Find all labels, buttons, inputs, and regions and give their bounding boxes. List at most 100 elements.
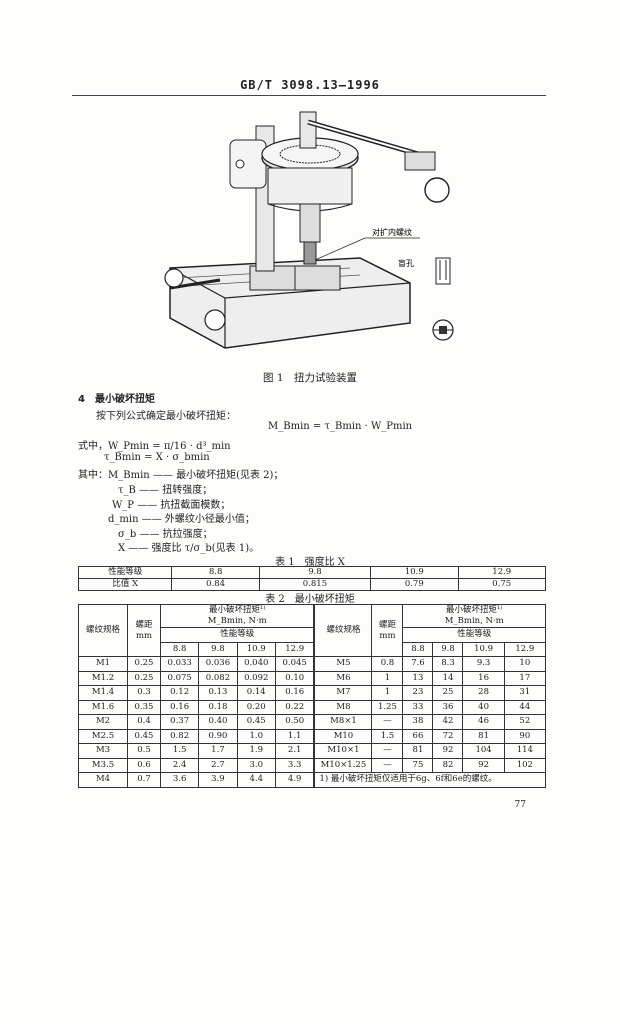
section-heading: 4 最小破坏扭矩 (78, 394, 155, 405)
table-cell: 1 (371, 685, 404, 701)
table-cell: 0.4 (127, 714, 161, 730)
grade-header: 性能等级 (160, 627, 315, 643)
table-cell: 0.25 (127, 670, 161, 686)
table-cell: 0.045 (274, 656, 315, 672)
table-header-row: 8.8 9.8 10.9 12.9 8.8 9.8 10.9 12.9 (79, 641, 547, 657)
grade-cell: 12.9 (274, 641, 315, 657)
table-cell: M8×1 (313, 714, 373, 730)
definition-line: σ_b —— 抗拉强度； (118, 529, 213, 540)
table-row: 性能等级 8.8 9.8 10.9 12.9 (77, 566, 547, 579)
table-cell: 0.50 (274, 714, 315, 730)
table-cell: 0.14 (236, 685, 276, 701)
table-cell: 0.45 (236, 714, 276, 730)
table-cell: 0.075 (159, 670, 200, 686)
table-cell: 92 (462, 757, 505, 773)
table-cell: 40 (462, 699, 505, 715)
table-cell: M1.2 (78, 670, 128, 686)
table-cell: 13 (402, 670, 434, 686)
table-cell: 38 (402, 714, 434, 730)
table-cell: 比值 X (77, 578, 173, 591)
table-cell: 1.9 (236, 743, 276, 759)
table-cell: 23 (402, 685, 434, 701)
table-cell: 0.8 (371, 656, 404, 672)
definition-line: W_P —— 抗扭截面模数； (112, 500, 231, 511)
table-cell: 104 (462, 743, 505, 759)
figure-caption: 图 1 扭力试验装置 (262, 372, 358, 384)
table-cell: 0.12 (159, 685, 200, 701)
grade-cell: 9.8 (198, 641, 238, 657)
table-cell: 0.82 (159, 728, 200, 744)
header-rule (72, 95, 546, 96)
table-cell: 0.6 (127, 757, 161, 773)
table-cell: 0.22 (274, 699, 315, 715)
table-cell: 92 (432, 743, 464, 759)
definition-line: τ_B —— 扭转强度； (118, 485, 213, 496)
table-cell: 14 (432, 670, 464, 686)
table-cell: 3.9 (198, 772, 238, 788)
table-cell: 3.6 (159, 772, 200, 788)
table-cell: 44 (503, 699, 547, 715)
table-cell: 16 (462, 670, 505, 686)
table-cell: 9.8 (258, 566, 372, 579)
col-size-header: 螺纹规格 (313, 604, 373, 657)
table-cell: 81 (402, 743, 434, 759)
table-cell: 0.40 (198, 714, 238, 730)
formula-main: M_Bmin = τ_Bmin · W_Pmin (268, 421, 413, 432)
table-cell: 0.040 (236, 656, 276, 672)
table-cell: 31 (503, 685, 547, 701)
table-cell: M2.5 (78, 728, 128, 744)
table-cell: M6 (313, 670, 373, 686)
table-cell: 36 (432, 699, 464, 715)
table-cell: 0.033 (159, 656, 200, 672)
table-cell: 0.79 (370, 578, 459, 591)
table-cell: 0.7 (127, 772, 161, 788)
definition-line: d_min —— 外螺纹小径最小值； (108, 514, 255, 525)
definition-line: X —— 强度比 τ/σ_b(见表 1)。 (118, 543, 260, 554)
table-cell: M10×1.25 (313, 757, 373, 773)
table-cell: 2.4 (159, 757, 200, 773)
table-cell: 1.7 (198, 743, 238, 759)
table-cell: 10.9 (370, 566, 459, 579)
table2-caption: 表 2 最小破坏扭矩 (265, 594, 355, 605)
table-cell: 0.16 (159, 699, 200, 715)
table-cell: 4.9 (274, 772, 315, 788)
table-cell: 7.6 (402, 656, 434, 672)
table-footnote: 1) 最小破坏扭矩仅适用于6g、6f和6e的螺纹。 (313, 772, 547, 788)
page-number: 77 (514, 800, 526, 810)
table-cell: 102 (503, 757, 547, 773)
table-cell: 3.3 (274, 757, 315, 773)
table-cell: 0.90 (198, 728, 238, 744)
table-cell: 0.25 (127, 656, 161, 672)
table-cell: 0.20 (236, 699, 276, 715)
table-cell: 114 (503, 743, 547, 759)
table-cell: 1.1 (274, 728, 315, 744)
table-cell: 1.5 (371, 728, 404, 744)
table-cell: 28 (462, 685, 505, 701)
section-intro: 按下列公式确定最小破坏扭矩： (96, 411, 236, 422)
table-cell: 0.75 (457, 578, 547, 591)
table-cell: 0.092 (236, 670, 276, 686)
table-header-row: 性能等级 性能等级 (79, 627, 546, 643)
strength-ratio-table: 性能等级 8.8 9.8 10.9 12.9 比值 X 0.84 0.815 0… (77, 566, 547, 591)
table-cell: — (371, 757, 404, 773)
col-torque-header: 最小破坏扭矩¹⁾M_Bmin, N·m (160, 604, 315, 628)
table-cell: 66 (402, 728, 434, 744)
table-cell: 1.5 (159, 743, 200, 759)
formula-where-2: τ_Bmin = X · σ_bmin (104, 452, 210, 463)
table-cell: 10 (503, 656, 547, 672)
table-cell: 2.7 (198, 757, 238, 773)
col-torque-header: 最小破坏扭矩¹⁾M_Bmin, N·m (402, 604, 546, 628)
table-cell: M3 (78, 743, 128, 759)
page-header: GB/T 3098.13—1996 (240, 78, 380, 92)
table-cell: M8 (313, 699, 373, 715)
col-size-header: 螺纹规格 (78, 604, 128, 657)
table-cell: 82 (432, 757, 464, 773)
